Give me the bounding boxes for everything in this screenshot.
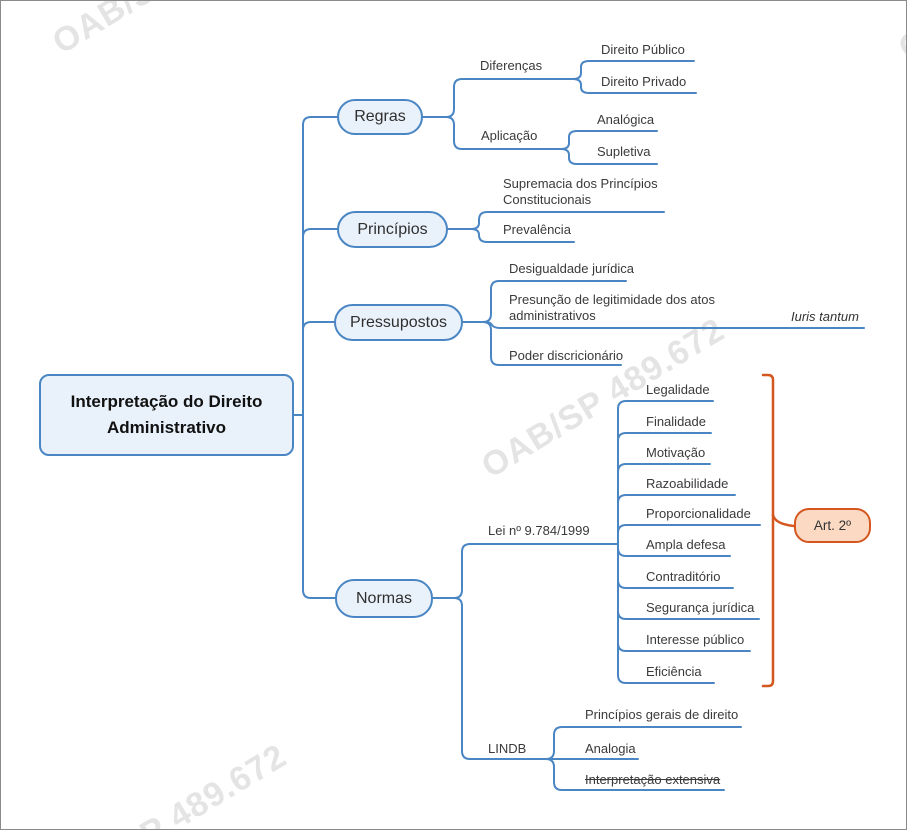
topic-motivacao[interactable]: Motivação	[646, 445, 706, 460]
topic-presuncao[interactable]: Presunção de legitimidade dos atos admin…	[509, 292, 715, 323]
topic-analogica[interactable]: Analógica	[597, 112, 655, 127]
topic-analogia[interactable]: Analogia	[585, 741, 636, 756]
topic-pressupostos[interactable]: Pressupostos	[334, 304, 463, 341]
root-topic-label: Interpretação do Direito Administrativo	[70, 392, 263, 437]
topic-supletiva[interactable]: Supletiva	[597, 144, 651, 159]
topic-diferencas[interactable]: Diferenças	[480, 58, 543, 73]
topic-aplicacao[interactable]: Aplicação	[481, 128, 538, 143]
topic-proporcionalidade[interactable]: Proporcionalidade	[646, 506, 751, 521]
callout-art-2[interactable]: Art. 2º	[794, 508, 871, 543]
topic-poder-discricionario[interactable]: Poder discricionário	[509, 348, 624, 363]
topic-principios-gerais[interactable]: Princípios gerais de direito	[585, 707, 739, 722]
topic-lindb[interactable]: LINDB	[488, 741, 527, 756]
note-iuris-tantum: Iuris tantum	[791, 309, 859, 324]
topic-lei-9784[interactable]: Lei nº 9.784/1999	[488, 523, 590, 538]
art2-bracket	[761, 373, 796, 688]
topic-interpretacao-extensiva[interactable]: Interpretação extensiva	[585, 772, 721, 787]
topic-principios[interactable]: Princípios	[337, 211, 448, 248]
topic-ampla-defesa[interactable]: Ampla defesa	[646, 537, 726, 552]
topic-desigualdade[interactable]: Desigualdade jurídica	[509, 261, 635, 276]
topic-eficiencia[interactable]: Eficiência	[646, 664, 702, 679]
topic-legalidade[interactable]: Legalidade	[646, 382, 710, 397]
topic-prevalencia[interactable]: Prevalência	[503, 222, 571, 237]
topic-direito-publico[interactable]: Direito Público	[601, 42, 685, 57]
topic-supremacia[interactable]: Supremacia dos Princípios Constitucionai…	[503, 176, 658, 207]
topic-contraditorio[interactable]: Contraditório	[646, 569, 721, 584]
topic-direito-privado[interactable]: Direito Privado	[601, 74, 687, 89]
topic-razoabilidade[interactable]: Razoabilidade	[646, 476, 729, 491]
topic-regras[interactable]: Regras	[337, 99, 423, 135]
topic-finalidade[interactable]: Finalidade	[646, 414, 706, 429]
topic-normas[interactable]: Normas	[335, 579, 433, 618]
topic-interesse-publico[interactable]: Interesse público	[646, 632, 745, 647]
topic-seguranca-juridica[interactable]: Segurança jurídica	[646, 600, 755, 615]
root-topic[interactable]: Interpretação do Direito Administrativo	[39, 374, 294, 456]
